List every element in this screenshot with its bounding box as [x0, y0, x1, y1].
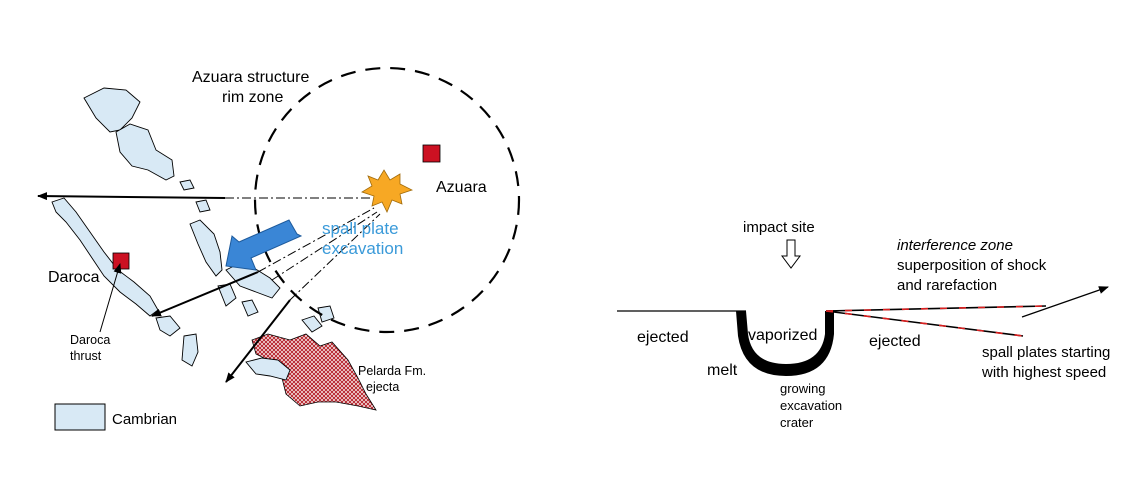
cambrian-outcrop — [301, 315, 323, 333]
cambrian-outcrop — [195, 199, 211, 213]
cambrian-outcrop — [189, 219, 223, 277]
thrust-label-line1: Daroca — [70, 333, 110, 347]
interference-desc-line1: superposition of shock — [897, 257, 1047, 274]
thrust-pointer — [99, 263, 122, 333]
cambrian-outcrop — [245, 357, 291, 381]
legend-cambrian-label: Cambrian — [112, 411, 177, 428]
spall-ejection-arrow — [1021, 286, 1109, 318]
crater-melt-layer — [736, 311, 834, 376]
west-ejection-arrow — [37, 192, 226, 201]
spall-plates-label-line1: spall plates starting — [982, 344, 1110, 361]
pelarda-label-line2: ejecta — [366, 380, 399, 394]
pelarda-label-line1: Pelarda Fm. — [358, 364, 426, 378]
cambrian-outcrop — [181, 333, 199, 367]
impact-arrow-icon — [781, 239, 801, 269]
structure-rim-circle — [253, 66, 521, 334]
legend: Cambrian — [54, 403, 177, 431]
thrust-label-line2: thrust — [70, 349, 102, 363]
spall-plate-lines — [825, 305, 1047, 337]
crater-label-line3: crater — [780, 415, 814, 430]
cambrian-outcrop — [241, 299, 259, 317]
interference-title: interference zone — [897, 237, 1013, 254]
azuara-marker-icon — [422, 144, 441, 163]
spall-arrow-icon — [225, 219, 303, 271]
legend-cambrian-swatch — [54, 403, 106, 431]
cambrian-outcrop — [179, 179, 195, 191]
vaporized-label: vaporized — [748, 327, 817, 344]
crater-label-line2: excavation — [780, 398, 842, 413]
melt-label: melt — [707, 362, 738, 379]
spall-label-line1: spall plate — [322, 219, 399, 238]
crater-label-line1: growing — [780, 381, 826, 396]
cambrian-outcrop — [317, 305, 335, 323]
cambrian-outcrop — [51, 197, 159, 317]
structure-label-line1: Azuara structure — [192, 69, 309, 86]
daroca-label: Daroca — [48, 269, 100, 286]
impact-star-icon — [361, 169, 414, 213]
cambrian-outcrop — [83, 87, 141, 133]
azuara-label: Azuara — [436, 179, 487, 196]
ejected-left-label: ejected — [637, 329, 689, 346]
geologic-map: Azuara structure rim zone Azuara spall p… — [37, 66, 521, 431]
cross-section: impact site interference zone superposit… — [617, 219, 1110, 430]
dash-dot-lines — [225, 197, 381, 301]
structure-label-line2: rim zone — [222, 89, 283, 106]
impact-site-label: impact site — [743, 219, 815, 236]
daroca-marker-icon — [112, 252, 130, 270]
spall-label-line2: excavation — [322, 239, 403, 258]
south-ejection-arrow — [225, 299, 291, 383]
cambrian-outcrop — [155, 315, 181, 337]
southwest-ejection-arrow — [151, 271, 259, 317]
interference-desc-line2: and rarefaction — [897, 277, 997, 294]
cambrian-outcrop — [115, 123, 175, 181]
spall-plates-label-line2: with highest speed — [981, 364, 1106, 381]
ejected-right-label: ejected — [869, 333, 921, 350]
